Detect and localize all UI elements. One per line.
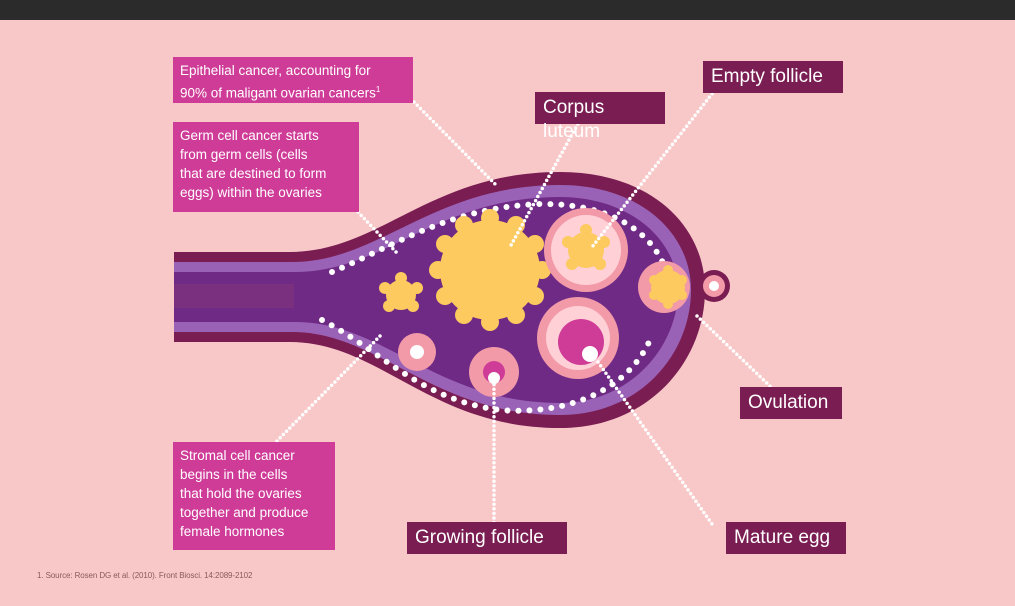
label-epithelial-line2: 90% of maligant ovarian cancers bbox=[180, 86, 376, 101]
label-empty-follicle: Empty follicle bbox=[703, 61, 843, 93]
leader-ovulation bbox=[697, 316, 772, 388]
label-ovulation: Ovulation bbox=[740, 387, 842, 419]
footnote-marker: 1 bbox=[376, 85, 380, 94]
label-stromal-cell-cancer: Stromal cell cancer begins in the cells … bbox=[173, 442, 335, 550]
label-stromal-line: begins in the cells bbox=[180, 465, 328, 484]
label-germ-line: that are destined to form bbox=[180, 164, 352, 183]
blob-bump bbox=[379, 282, 391, 294]
label-growing-follicle: Growing follicle bbox=[407, 522, 567, 554]
label-stromal-line: together and produce bbox=[180, 503, 328, 522]
label-germ-line: from germ cells (cells bbox=[180, 145, 352, 164]
ovary-tube-stripe bbox=[174, 284, 294, 308]
label-germ-cell-cancer: Germ cell cancer starts from germ cells … bbox=[173, 122, 359, 212]
label-germ-line: Germ cell cancer starts bbox=[180, 126, 352, 145]
label-stromal-line: female hormones bbox=[180, 522, 328, 541]
released-egg-icon bbox=[698, 270, 730, 302]
ovulating-follicle-icon bbox=[638, 261, 690, 313]
blob-bump bbox=[411, 282, 423, 294]
label-stromal-line: that hold the ovaries bbox=[180, 484, 328, 503]
label-epithelial-line2-wrap: 90% of maligant ovarian cancers1 bbox=[180, 80, 406, 103]
label-stromal-line: Stromal cell cancer bbox=[180, 446, 328, 465]
empty-follicle-icon bbox=[544, 208, 628, 292]
source-footnote: 1. Source: Rosen DG et al. (2010). Front… bbox=[37, 571, 252, 580]
label-mature-egg: Mature egg bbox=[726, 522, 846, 554]
leader-epithelial bbox=[414, 102, 498, 187]
mature-follicle-icon bbox=[537, 297, 619, 379]
small-follicle-egg bbox=[410, 345, 424, 359]
label-epithelial-line1: Epithelial cancer, accounting for bbox=[180, 61, 406, 80]
blob-bump bbox=[395, 272, 407, 284]
blob-bump bbox=[407, 300, 419, 312]
leader-stromal bbox=[276, 336, 380, 442]
label-germ-line: eggs) within the ovaries bbox=[180, 183, 352, 202]
blob-bump bbox=[383, 300, 395, 312]
label-epithelial-cancer: Epithelial cancer, accounting for 90% of… bbox=[173, 57, 413, 103]
label-corpus-luteum: Corpus luteum bbox=[535, 92, 665, 124]
